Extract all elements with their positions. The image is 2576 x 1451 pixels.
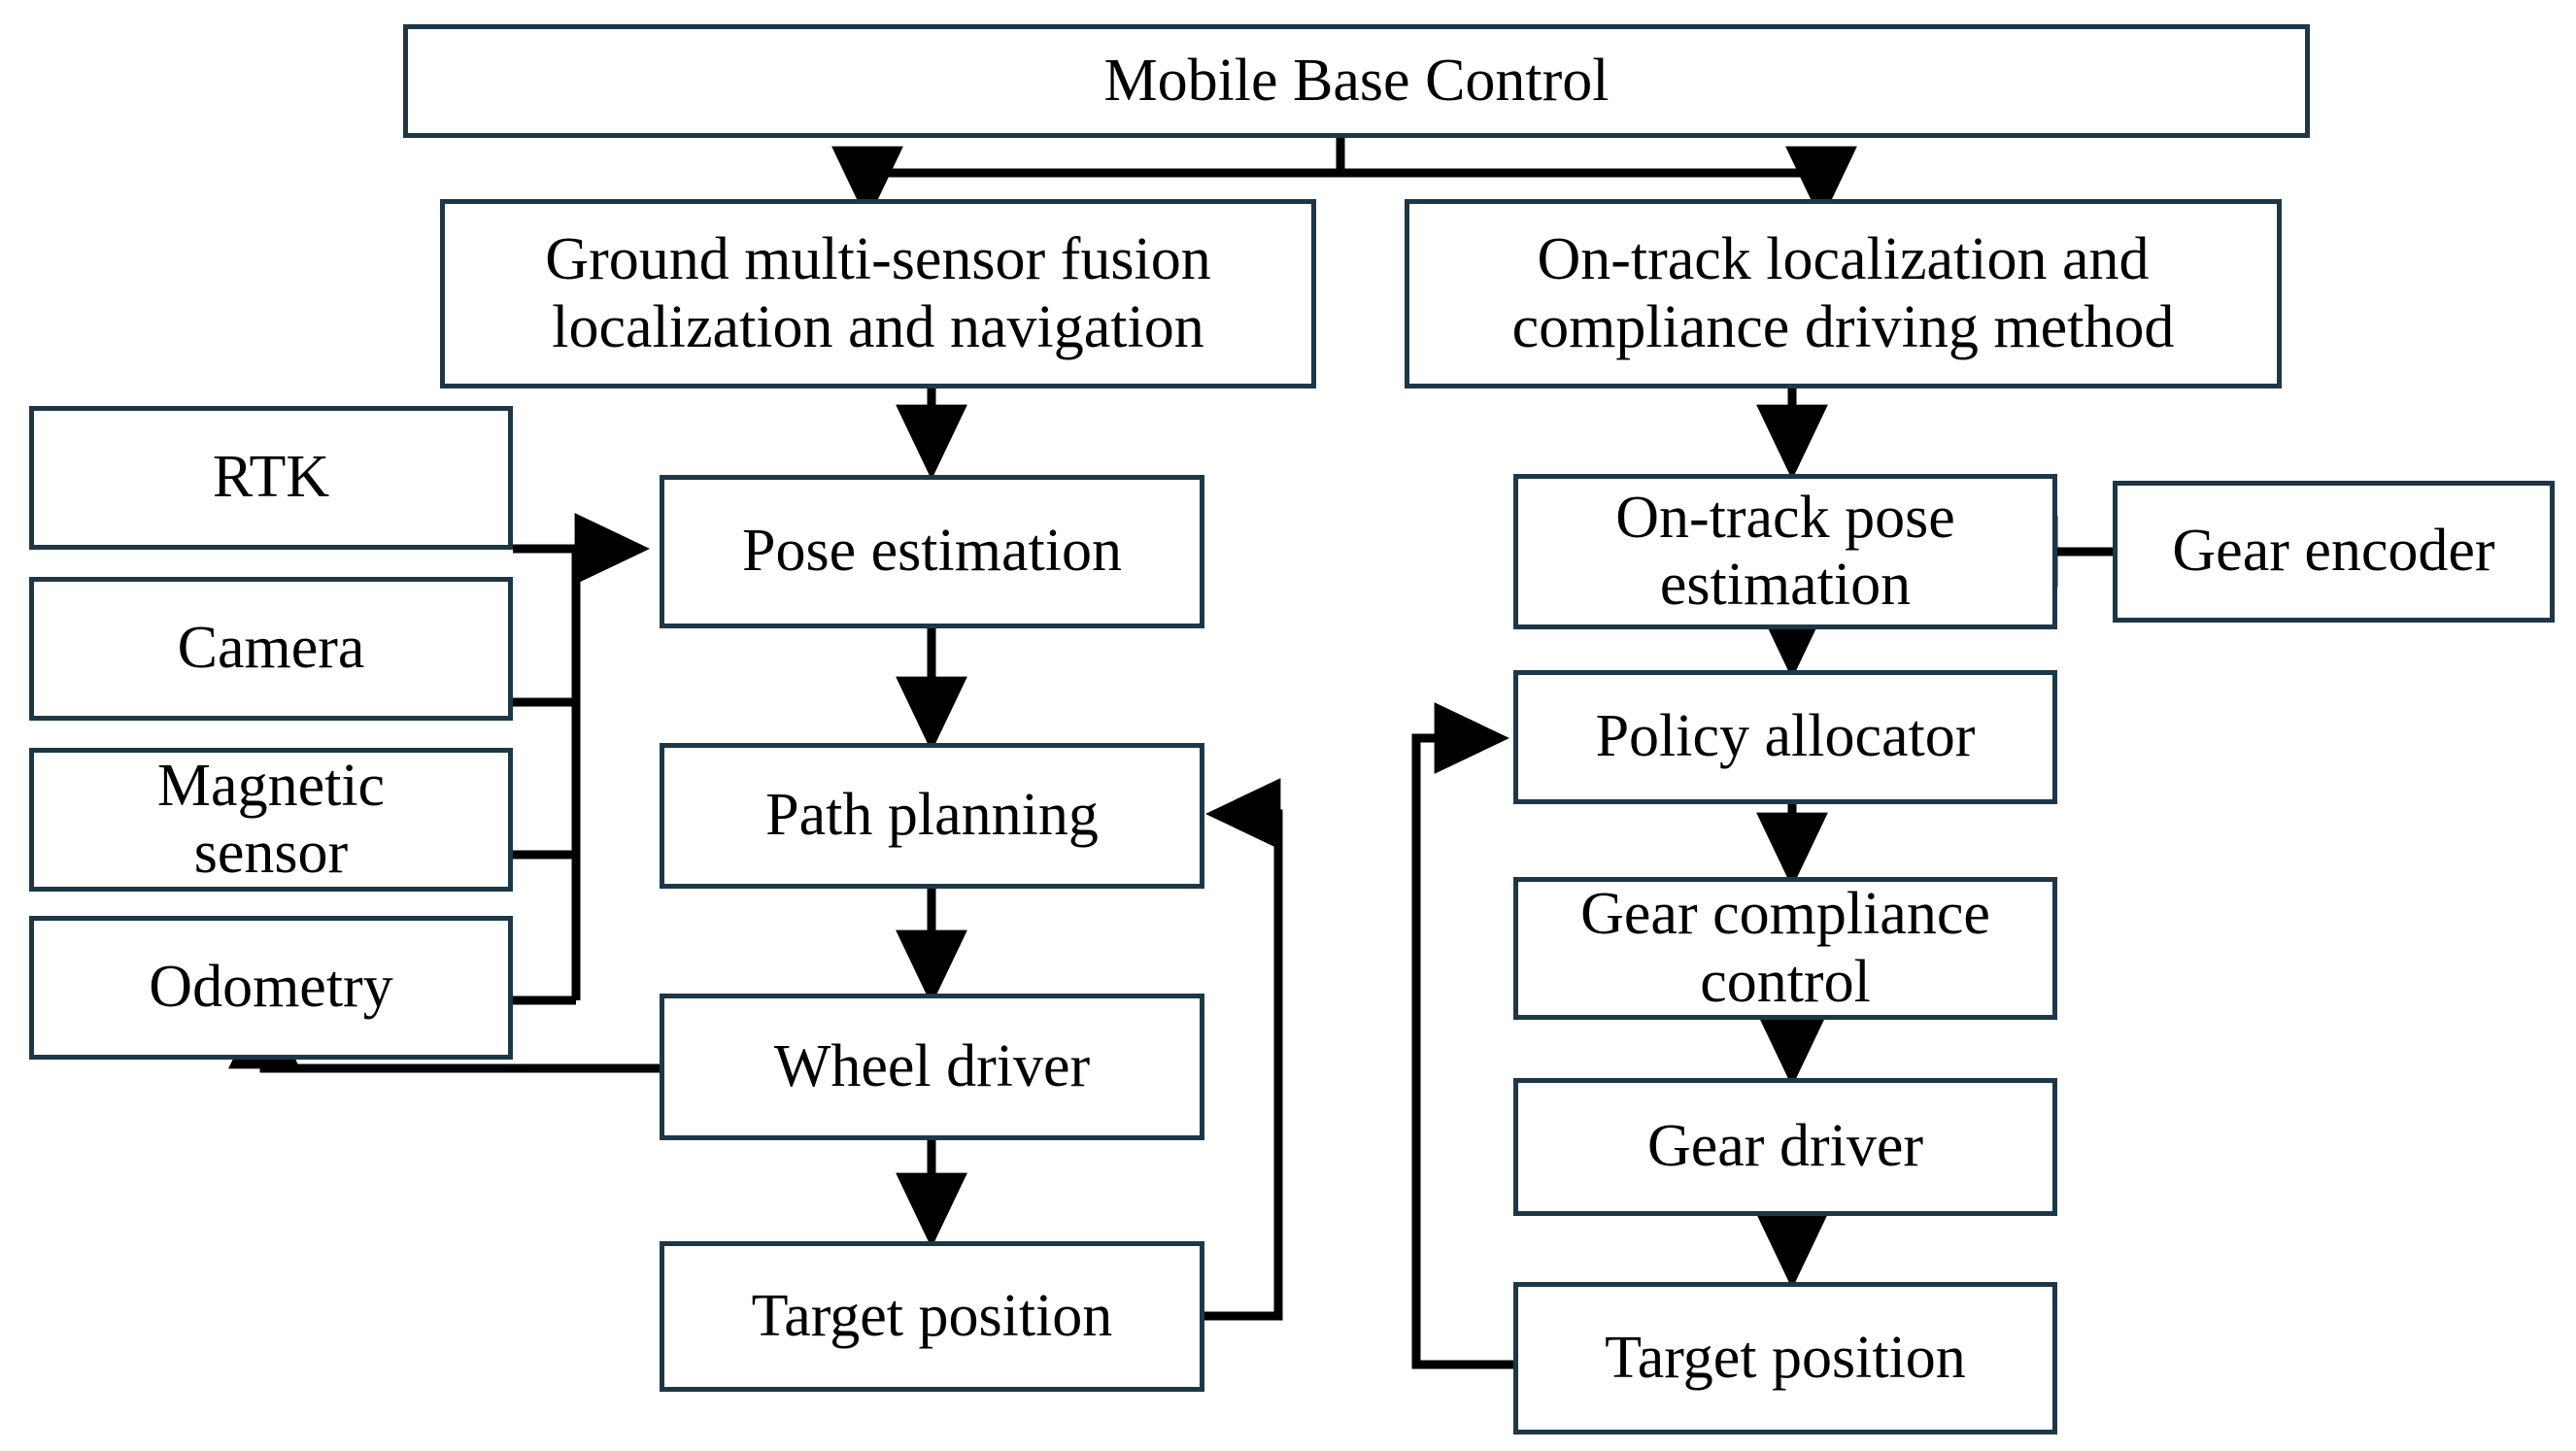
node-gear-encoder[interactable]: Gear encoder xyxy=(2113,481,2555,623)
node-on-track-localization[interactable]: On-track localization and compliance dri… xyxy=(1405,199,2282,388)
node-label: Odometry xyxy=(149,954,393,1021)
node-label: RTK xyxy=(212,444,330,511)
node-camera[interactable]: Camera xyxy=(29,577,513,721)
node-path-planning[interactable]: Path planning xyxy=(660,743,1204,889)
node-on-track-pose-estimation[interactable]: On-track pose estimation xyxy=(1513,474,2057,629)
node-pose-estimation[interactable]: Pose estimation xyxy=(660,475,1204,628)
node-target-position-left[interactable]: Target position xyxy=(660,1241,1204,1392)
node-label: Gear driver xyxy=(1647,1113,1923,1180)
node-gear-driver[interactable]: Gear driver xyxy=(1513,1078,2057,1216)
node-label: Pose estimation xyxy=(742,518,1122,585)
node-label: Ground multi-sensor fusion localization … xyxy=(545,226,1211,360)
node-policy-allocator[interactable]: Policy allocator xyxy=(1513,670,2057,804)
edge-target-position-right-to-policy-allocator-feedback xyxy=(1411,702,1513,1369)
node-rtk[interactable]: RTK xyxy=(29,406,513,550)
node-ground-multi-sensor-fusion[interactable]: Ground multi-sensor fusion localization … xyxy=(440,199,1316,388)
node-mobile-base-control[interactable]: Mobile Base Control xyxy=(403,24,2310,138)
node-label: Mobile Base Control xyxy=(1103,47,1610,114)
node-label: Path planning xyxy=(765,782,1099,849)
node-label: Target position xyxy=(1605,1324,1966,1391)
node-gear-compliance-control[interactable]: Gear compliance control xyxy=(1513,877,2057,1020)
node-magnetic-sensor[interactable]: Magnetic sensor xyxy=(29,748,513,892)
node-target-position-right[interactable]: Target position xyxy=(1513,1282,2057,1434)
node-label: On-track pose estimation xyxy=(1615,484,1955,618)
node-label: Wheel driver xyxy=(773,1032,1091,1099)
node-label: Target position xyxy=(751,1282,1113,1349)
node-label: On-track localization and compliance dri… xyxy=(1511,226,2175,360)
node-label: Gear encoder xyxy=(2172,518,2495,585)
node-label: Magnetic sensor xyxy=(156,752,386,886)
node-label: Camera xyxy=(177,615,365,682)
node-label: Gear compliance control xyxy=(1580,881,1990,1015)
node-odometry[interactable]: Odometry xyxy=(29,916,513,1060)
node-label: Policy allocator xyxy=(1595,703,1976,770)
node-wheel-driver[interactable]: Wheel driver xyxy=(660,994,1204,1140)
edge-target-position-left-to-path-planning-feedback xyxy=(1204,778,1283,1321)
